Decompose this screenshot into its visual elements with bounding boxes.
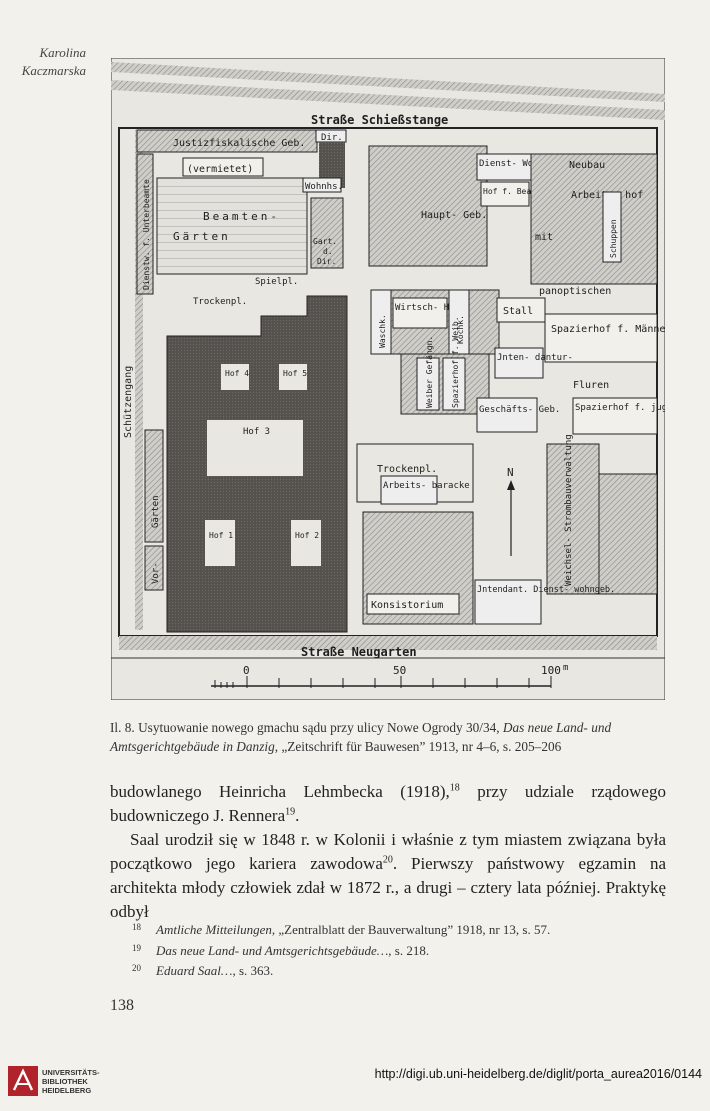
scale-50: 50 [393,664,406,677]
label-gaerten-left: Gärten [151,495,161,528]
label-spazierhof-maenner: Spazierhof f. Männer [551,324,665,335]
footnote-20: 20 Eduard Saal…, s. 363. [132,961,672,982]
paragraph-2: Saal urodził się w 1848 r. w Kolonii i w… [110,828,666,924]
label-hof5: Hof 5 [283,369,307,378]
street-bottom-label: Straße Neugarten [301,645,417,659]
label-beamten: Beamten- [203,210,280,223]
author-last: Kaczmarska [21,63,86,78]
label-wirtsch-hof: Wirtsch- Hof [395,303,460,313]
page-number: 138 [110,997,134,1014]
footnote-ref-18[interactable]: 18 [449,782,460,794]
library-line-2: BIBLIOTHEK [42,1077,88,1086]
label-hof4: Hof 4 [225,369,249,378]
label-geschaefts-geb: Geschäfts- Geb. [479,405,560,415]
north-label: N [507,466,514,479]
footnote-number: 19 [132,942,141,953]
p2-text-a: Saal urodził się w 1848 r. w Kolonii i w… [110,830,666,873]
label-wohnhs: Wohnhs. [305,182,343,192]
p1-text-a: budowlanego Heinricha Lehmbecka (1918), [110,782,450,801]
scale-100: 100 [541,664,561,677]
source-url-link[interactable]: http://digi.ub.uni-heidelberg.de/diglit/… [374,1067,702,1081]
label-dienst-wohngeb: Dienst- Wohngeb. [479,159,566,169]
label-trockenpl: Trockenpl. [193,297,247,307]
footnote-title: Eduard Saal… [156,963,233,978]
library-logo: UNIVERSITÄTS- BIBLIOTHEK HEIDELBERG [8,1066,108,1104]
footnotes: 18 Amtliche Mitteilungen, „Zentralblatt d… [132,920,672,982]
label-mit: mit [535,232,553,243]
street-left-label: Schützengang [123,366,134,438]
label-gaerten-top: Gärten [173,230,231,243]
footnote-number: 18 [132,922,141,932]
footnote-18: 18 Amtliche Mitteilungen, „Zentralblatt d… [132,920,672,941]
site-plan-drawing: Straße Schießstange Straße Neugarten Sch… [111,58,665,700]
label-haupt-geb: Haupt- Geb. [421,210,487,221]
caption-tail: , „Zeitschrift für Bauwesen” 1913, nr 4–… [274,739,562,754]
footnote-title: Amtliche Mitteilungen [156,922,272,937]
label-hof1: Hof 1 [209,531,233,540]
caption-title: Das neue Land- und Amtsgerichtgebäude in… [110,720,612,754]
label-dienstw: Dienstw. f. Unterbeamte [142,179,151,290]
label-justiz: Justizfiskalische Geb. [173,138,305,149]
label-vermietet: (vermietet) [187,164,253,175]
body-text: budowlanego Heinricha Lehmbecka (1918),1… [110,780,666,924]
footnote-title: Das neue Land- und Amtsgerichtsgebäude… [156,942,389,958]
label-trockenpl2: Trockenpl. [377,464,437,475]
library-line-1: UNIVERSITÄTS- [42,1068,100,1077]
library-line-3: HEIDELBERG [42,1086,92,1095]
label-neubau: Neubau [569,160,605,171]
site-plan-figure: Straße Schießstange Straße Neugarten Sch… [111,58,665,700]
label-spazierhof-jugendl: Spazierhof f. jugendl. Gefangene [575,403,665,413]
p2-text-b: . Pierwszy państwowy egzamin na architek… [110,854,667,921]
footnote-19: 19 Das neue Land- und Amtsgerichtsgebäude… [132,941,672,962]
label-intendant-dienst: Jntendant. Dienst- wohngeb. [477,585,615,595]
footnote-rest: , s. 363. [232,963,274,978]
label-gart: Gart. [313,237,337,246]
label-kochk: Kochk. [456,315,465,344]
street-top-label: Straße Schießstange [311,113,448,127]
footnote-rest: , s. 218. [388,942,430,958]
footnote-rest: , „Zentralblatt der Bauverwaltung” 1918,… [271,922,551,937]
label-schuppen: Schuppen [609,219,618,258]
running-author: Karolina Kaczmarska [0,44,86,80]
author-first: Karolina [39,45,86,60]
footnote-ref-19[interactable]: 19 [285,806,296,818]
paragraph-1: budowlanego Heinricha Lehmbecka (1918),1… [110,780,666,828]
label-dir2: Dir. [317,257,336,266]
label-stall: Stall [503,306,533,317]
figure-caption: Il. 8. Usytuowanie nowego gmachu sądu pr… [110,718,670,756]
p1-text-c: . [295,806,300,825]
label-panoptischen: panoptischen [539,286,611,297]
footnote-ref-20[interactable]: 20 [382,854,393,866]
footnote-number: 20 [132,963,141,973]
caption-lead: Il. 8. Usytuowanie nowego gmachu sądu pr… [110,720,503,735]
label-arbeitsbaracke: Arbeits- baracke [383,481,470,491]
label-intendantur: Jnten- dantur- [497,353,573,363]
label-weichsel: Weichsel- Strombauverwaltung [564,434,574,586]
label-spazierhof-weib: Spazierhof f. Weib. [451,316,460,408]
label-d: d. [323,247,333,256]
label-konsistorium: Konsistorium [371,600,443,611]
p1-text-b: przy udziale rządowego budowniczego J. R… [110,782,666,825]
scale-0: 0 [243,664,250,677]
scale-unit: m [563,663,568,673]
label-hof2: Hof 2 [295,531,319,540]
label-spielpl: Spielpl. [255,277,298,287]
label-weiber-gefaengn: Weiber Gefängn. [425,336,434,408]
label-hof-f-beamte: Hof f. Beamte [483,187,546,196]
label-dir: Dir. [321,133,343,143]
label-hof3: Hof 3 [243,427,270,437]
library-emblem-icon [8,1066,38,1096]
label-vor: Vor- [151,562,161,584]
label-fluren: Fluren [573,380,609,391]
label-waschk: Waschk. [378,314,387,348]
